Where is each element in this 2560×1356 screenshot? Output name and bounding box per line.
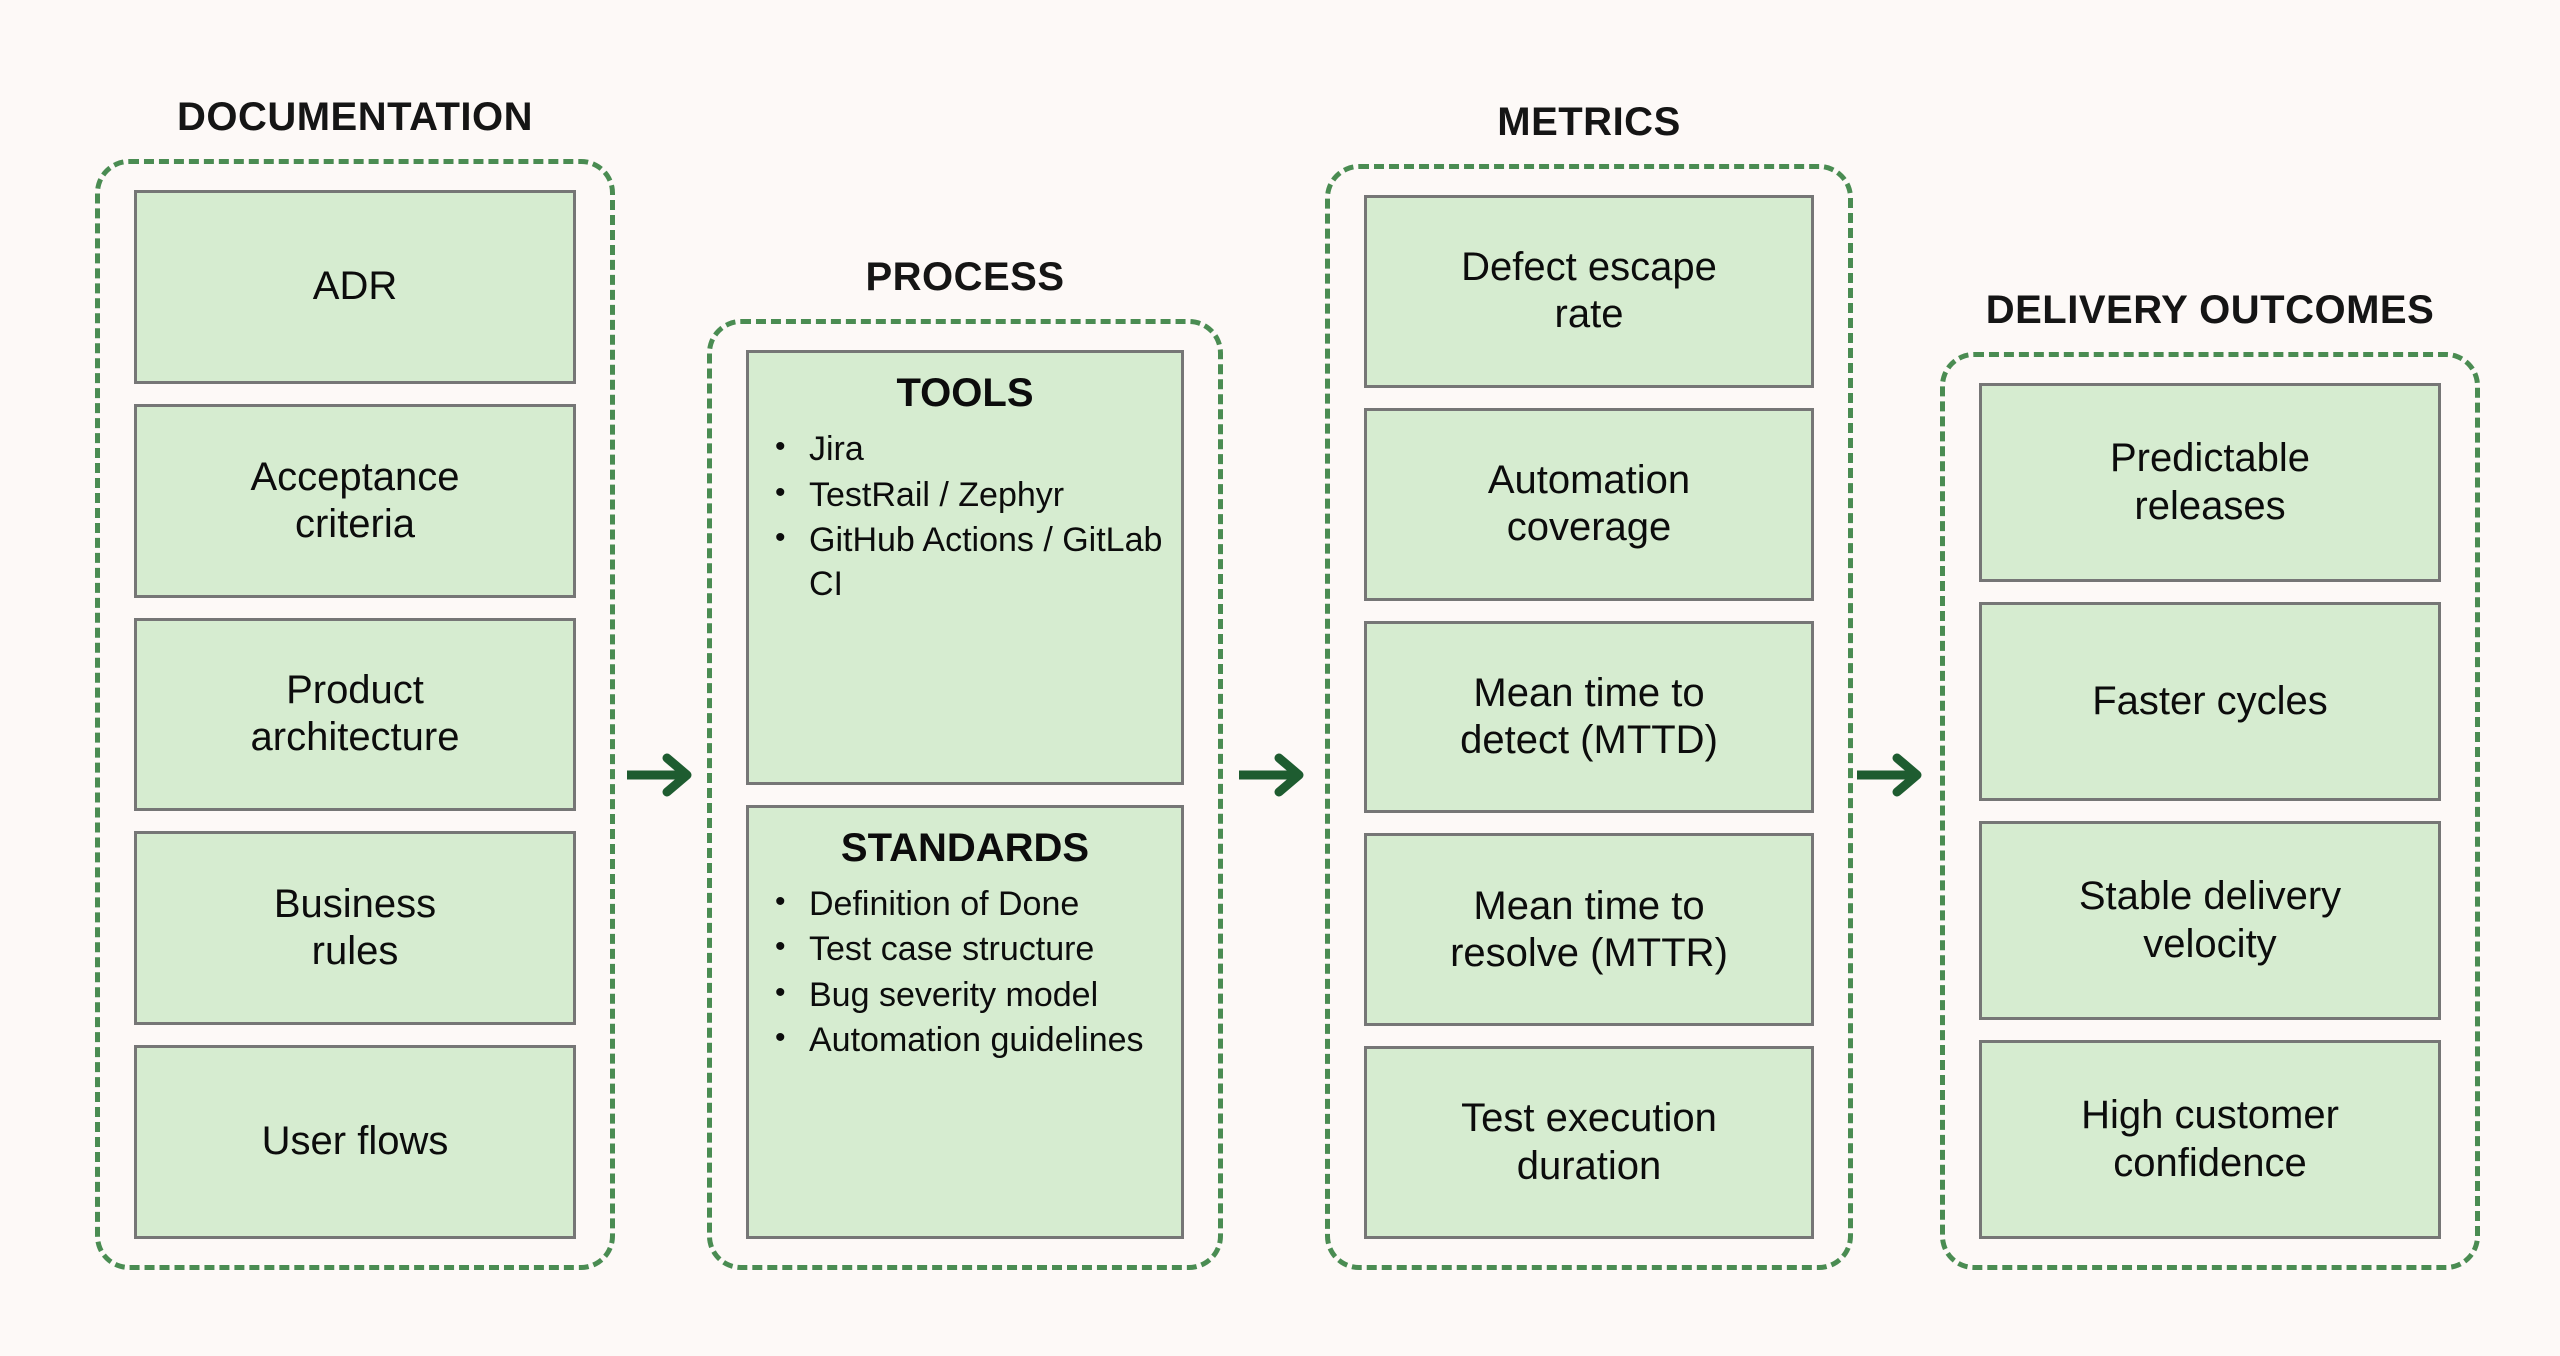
stage-title-documentation: DOCUMENTATION bbox=[176, 95, 534, 139]
stage-title-delivery-outcomes: DELIVERY OUTCOMES bbox=[1985, 288, 2435, 332]
stage-body-process: TOOLS Jira TestRail / Zephyr GitHub Acti… bbox=[707, 319, 1223, 1270]
card-user-flows[interactable]: User flows bbox=[134, 1045, 576, 1239]
card-standards-title: STANDARDS bbox=[840, 825, 1090, 870]
list-item: Definition of Done bbox=[767, 883, 1163, 927]
stage-title-process: PROCESS bbox=[865, 255, 1065, 299]
list-item: Test case structure bbox=[767, 928, 1163, 972]
list-item: Jira bbox=[767, 428, 1163, 472]
list-item: GitHub Actions / GitLab CI bbox=[767, 519, 1163, 606]
list-item: Automation guidelines bbox=[767, 1019, 1163, 1063]
standards-list: Definition of Done Test case structure B… bbox=[767, 883, 1163, 1065]
arrow-right-icon bbox=[625, 747, 697, 803]
card-tools[interactable]: TOOLS Jira TestRail / Zephyr GitHub Acti… bbox=[746, 350, 1184, 785]
card-faster-cycles[interactable]: Faster cycles bbox=[1979, 602, 2441, 801]
card-adr[interactable]: ADR bbox=[134, 190, 576, 384]
list-item: TestRail / Zephyr bbox=[767, 474, 1163, 518]
stage-title-metrics: METRICS bbox=[1497, 100, 1681, 144]
card-standards[interactable]: STANDARDS Definition of Done Test case s… bbox=[746, 804, 1184, 1239]
stage-process: PROCESS TOOLS Jira TestRail / Zephyr Git… bbox=[707, 255, 1223, 1270]
card-tools-title: TOOLS bbox=[896, 371, 1034, 415]
arrow-right-icon bbox=[1855, 747, 1927, 803]
arrow-right-icon bbox=[1237, 747, 1309, 803]
list-item: Bug severity model bbox=[767, 974, 1163, 1018]
tools-list: Jira TestRail / Zephyr GitHub Actions / … bbox=[767, 428, 1163, 608]
